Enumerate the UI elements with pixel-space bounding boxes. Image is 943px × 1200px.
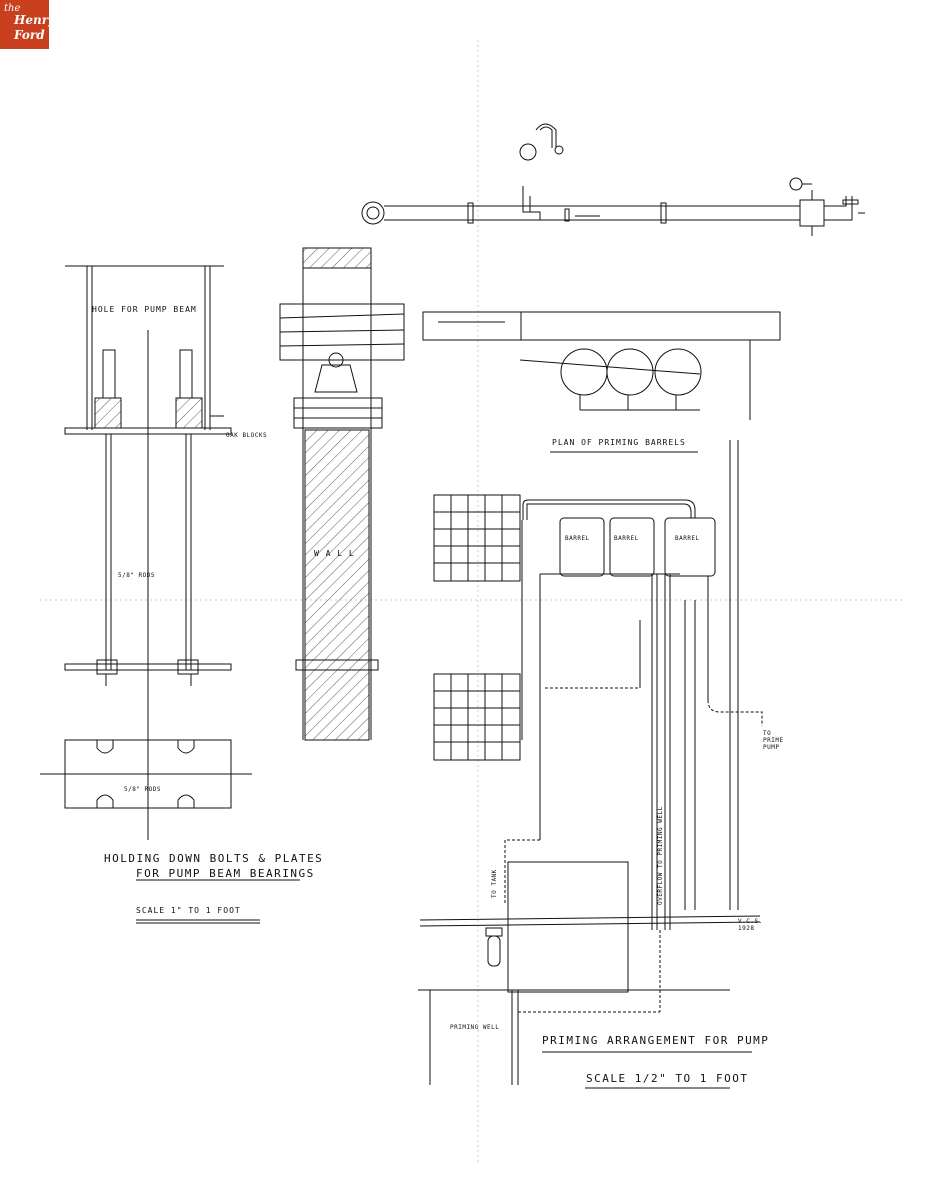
wall-section	[279, 247, 405, 741]
bolt-plate-plan	[40, 739, 252, 809]
label-rods-2: 5/8" RODS	[124, 786, 162, 793]
label-holding-2: FOR PUMP BEAM BEARINGS	[136, 867, 315, 880]
label-hole-pump-beam: HOLE FOR PUMP BEAM	[92, 305, 197, 314]
label-scale-2: SCALE 1/2" TO 1 FOOT	[586, 1072, 749, 1085]
logo-the: the	[4, 3, 21, 14]
label-priming-well: PRIMING WELL	[450, 1024, 500, 1031]
label-oak-blocks: OAK BLOCKS	[226, 432, 268, 439]
label-vcs: V.C.S.	[738, 918, 763, 925]
label-barrel-1: BARREL	[565, 535, 590, 542]
priming-elevation	[418, 440, 763, 1085]
label-scale-1: SCALE 1" TO 1 FOOT	[136, 906, 241, 915]
grid-upper	[433, 494, 521, 582]
label-priming-arrangement: PRIMING ARRANGEMENT FOR PUMP	[542, 1034, 770, 1047]
henry-ford-logo: the Henry Ford	[0, 0, 55, 49]
label-wall: W A L L	[314, 549, 355, 558]
label-barrel-3: BARREL	[675, 535, 700, 542]
pump-beam-hole-section	[64, 265, 232, 840]
label-year: 1928	[738, 925, 755, 932]
label-to-tank: TO TANK	[491, 869, 498, 898]
label-to-prime-pump: TO PRIME PUMP	[763, 730, 784, 751]
grid-lower	[433, 673, 521, 761]
label-barrel-2: BARREL	[614, 535, 639, 542]
priming-barrels-plan	[422, 311, 781, 453]
logo-henry: Henry	[14, 13, 55, 27]
label-rods-1: 5/8" RODS	[118, 572, 156, 579]
label-overflow: OVERFLOW TO PRIMING WELL	[657, 806, 664, 905]
logo-ford: Ford	[14, 28, 45, 42]
label-plan-barrels: PLAN OF PRIMING BARRELS	[552, 438, 686, 447]
top-pipe-run	[361, 123, 865, 236]
label-holding-1: HOLDING DOWN BOLTS & PLATES	[104, 852, 324, 865]
